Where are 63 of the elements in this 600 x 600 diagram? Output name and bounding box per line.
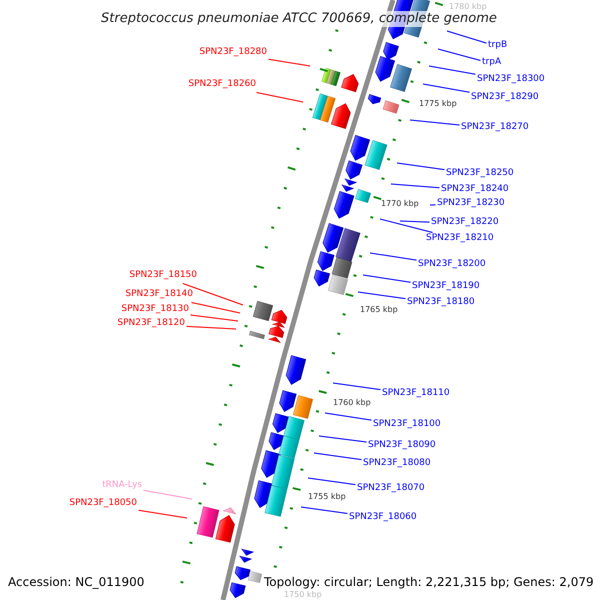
leader-line — [428, 66, 476, 75]
gene-label: SPN23F_18060 — [349, 512, 417, 523]
leader-line — [422, 84, 470, 93]
gene-label: SPN23F_18300 — [477, 74, 545, 85]
gene-label: SPN23F_18090 — [368, 440, 436, 451]
leader-line — [314, 452, 362, 460]
gene-label: SPN23F_18260 — [188, 79, 256, 90]
scale-label: 1755 kbp — [308, 492, 346, 502]
gene-label: SPN23F_18100 — [373, 419, 441, 430]
scale-label: 1760 kbp — [333, 398, 371, 408]
leader-line — [318, 436, 367, 442]
leader-line — [324, 412, 372, 421]
gene-label: SPN23F_18140 — [125, 289, 193, 300]
genome-summary-text: Topology: circular; Length: 2,221,315 bp; Genes: 2,079 — [264, 575, 594, 589]
gene-label: SPN23F_18110 — [382, 388, 450, 399]
gene-label: SPN23F_18220 — [431, 217, 499, 228]
leader-line — [430, 204, 436, 206]
accession-text: Accession: NC_011900 — [8, 575, 144, 589]
gene-label: SPN23F_18210 — [426, 233, 494, 244]
leader-line — [191, 302, 240, 314]
leader-line — [143, 490, 192, 500]
leader-line — [358, 292, 406, 300]
gene-label: SPN23F_18190 — [412, 281, 480, 292]
leader-line — [390, 184, 440, 188]
gene-label: SPN23F_18050 — [69, 498, 137, 509]
gene-label: SPN23F_18120 — [117, 318, 185, 329]
scale-label: 1765 kbp — [360, 305, 398, 315]
leader-line — [138, 510, 188, 518]
leader-line — [380, 218, 434, 233]
gene-label: tRNA-Lys — [102, 480, 142, 491]
leader-line — [446, 30, 487, 44]
leader-line — [396, 162, 445, 170]
gene-label: SPN23F_18070 — [357, 483, 425, 494]
scale-label: 1770 kbp — [381, 199, 419, 209]
gene-label: SPN23F_18250 — [446, 168, 514, 179]
leader-line — [362, 274, 411, 283]
gene-label: SPN23F_18200 — [418, 259, 486, 270]
leader-line — [300, 506, 348, 514]
gene-label: SPN23F_18150 — [129, 270, 197, 281]
scale-label: 1780 kbp — [449, 2, 487, 12]
gene-label: SPN23F_18230 — [437, 198, 505, 209]
gene-label: SPN23F_18290 — [471, 92, 539, 103]
leader-line — [332, 382, 381, 390]
leader-line — [370, 252, 417, 261]
gene-label: SPN23F_18240 — [441, 184, 509, 195]
leader-line — [268, 58, 310, 66]
leader-line — [186, 326, 236, 330]
leader-line — [438, 48, 481, 61]
scale-label: 1750 kbp — [284, 590, 322, 600]
leader-line — [410, 120, 460, 126]
gene-label: SPN23F_18280 — [199, 47, 267, 58]
leader-line — [308, 478, 356, 486]
leader-line — [182, 283, 244, 306]
gene-label: SPN23F_18270 — [461, 122, 529, 133]
gene-label: SPN23F_18180 — [407, 297, 475, 308]
gene-label: trpB — [488, 40, 508, 51]
scale-label: 1775 kbp — [419, 99, 457, 109]
leader-line — [190, 314, 238, 322]
leader-line — [400, 220, 430, 223]
leader-line — [256, 92, 304, 102]
gene-label: trpA — [482, 57, 502, 68]
gene-label: SPN23F_18130 — [121, 304, 189, 315]
gene-label: SPN23F_18080 — [363, 458, 431, 469]
